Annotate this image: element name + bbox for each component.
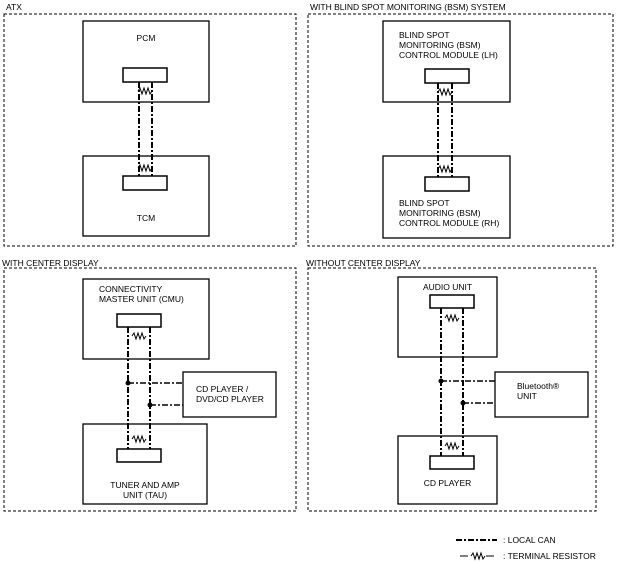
bsm-lh-box [382, 20, 511, 103]
panel-bsm-frame [307, 13, 614, 247]
pcm-label: PCM [136, 33, 156, 43]
bsm-rh-label: BLIND SPOT MONITORING (BSM) CONTROL MODU… [399, 198, 500, 228]
terminal-resistor-icon [131, 435, 147, 443]
tau-label: TUNER AND AMP UNIT (TAU) [110, 480, 180, 500]
bluetooth-unit-label: Bluetooth® UNIT [517, 381, 560, 401]
cd-dvd-player-label: CD PLAYER / DVD/CD PLAYER [196, 384, 264, 404]
panel-bsm [307, 13, 614, 247]
panel-bsm-title: WITH BLIND SPOT MONITORING (BSM) SYSTEM [310, 2, 506, 12]
panel-atx-frame [3, 13, 297, 247]
splice-dot [125, 380, 131, 386]
tcm-label: TCM [136, 213, 156, 223]
legend-terminal-resistor-label: : TERMINAL RESISTOR [503, 551, 596, 561]
terminal-resistor-icon [437, 165, 453, 173]
tau-box [82, 423, 208, 505]
cd-player-box [397, 435, 498, 505]
panel-center-display [3, 267, 297, 512]
bluetooth-unit-box [494, 371, 589, 418]
tcm-connector [122, 175, 168, 191]
terminal-resistor-icon [137, 164, 153, 172]
panel-no-center-display [307, 267, 597, 512]
panel-atx [3, 13, 297, 247]
bsm-rh-connector [424, 176, 470, 192]
legend-local-can-label: : LOCAL CAN [503, 535, 556, 545]
panel-center-display-title: WITH CENTER DISPLAY [2, 258, 99, 268]
cmu-box [82, 278, 210, 360]
splice-dot [460, 400, 466, 406]
panel-no-center-display-title: WITHOUT CENTER DISPLAY [306, 258, 421, 268]
terminal-resistor-icon [131, 332, 147, 340]
panel-center-display-frame [3, 267, 297, 512]
audio-unit-connector [429, 294, 475, 309]
terminal-resistor-icon [444, 442, 460, 450]
cd-dvd-player-box [182, 371, 277, 418]
cmu-connector [116, 313, 162, 328]
audio-unit-box [397, 276, 498, 358]
legend [456, 539, 497, 560]
terminal-resistor-icon [137, 87, 153, 95]
panel-atx-title: ATX [6, 2, 22, 12]
splice-dot [147, 402, 153, 408]
splice-dot [438, 378, 444, 384]
terminal-resistor-legend-icon [470, 552, 486, 560]
cd-player-connector [429, 455, 475, 470]
pcm-box [82, 20, 210, 103]
panel-no-center-display-frame [307, 267, 597, 512]
bsm-lh-label: BLIND SPOT MONITORING (BSM) CONTROL MODU… [399, 30, 498, 60]
pcm-connector [122, 67, 168, 83]
cmu-label: CONNECTIVITY MASTER UNIT (CMU) [99, 284, 184, 304]
bsm-rh-box [382, 155, 511, 239]
terminal-resistor-icon [437, 88, 453, 96]
cd-player-label: CD PLAYER [423, 478, 472, 488]
tcm-box [82, 155, 210, 237]
bsm-lh-connector [424, 68, 470, 84]
audio-unit-label: AUDIO UNIT [422, 282, 473, 292]
terminal-resistor-icon [444, 314, 460, 322]
tau-connector [116, 448, 162, 463]
